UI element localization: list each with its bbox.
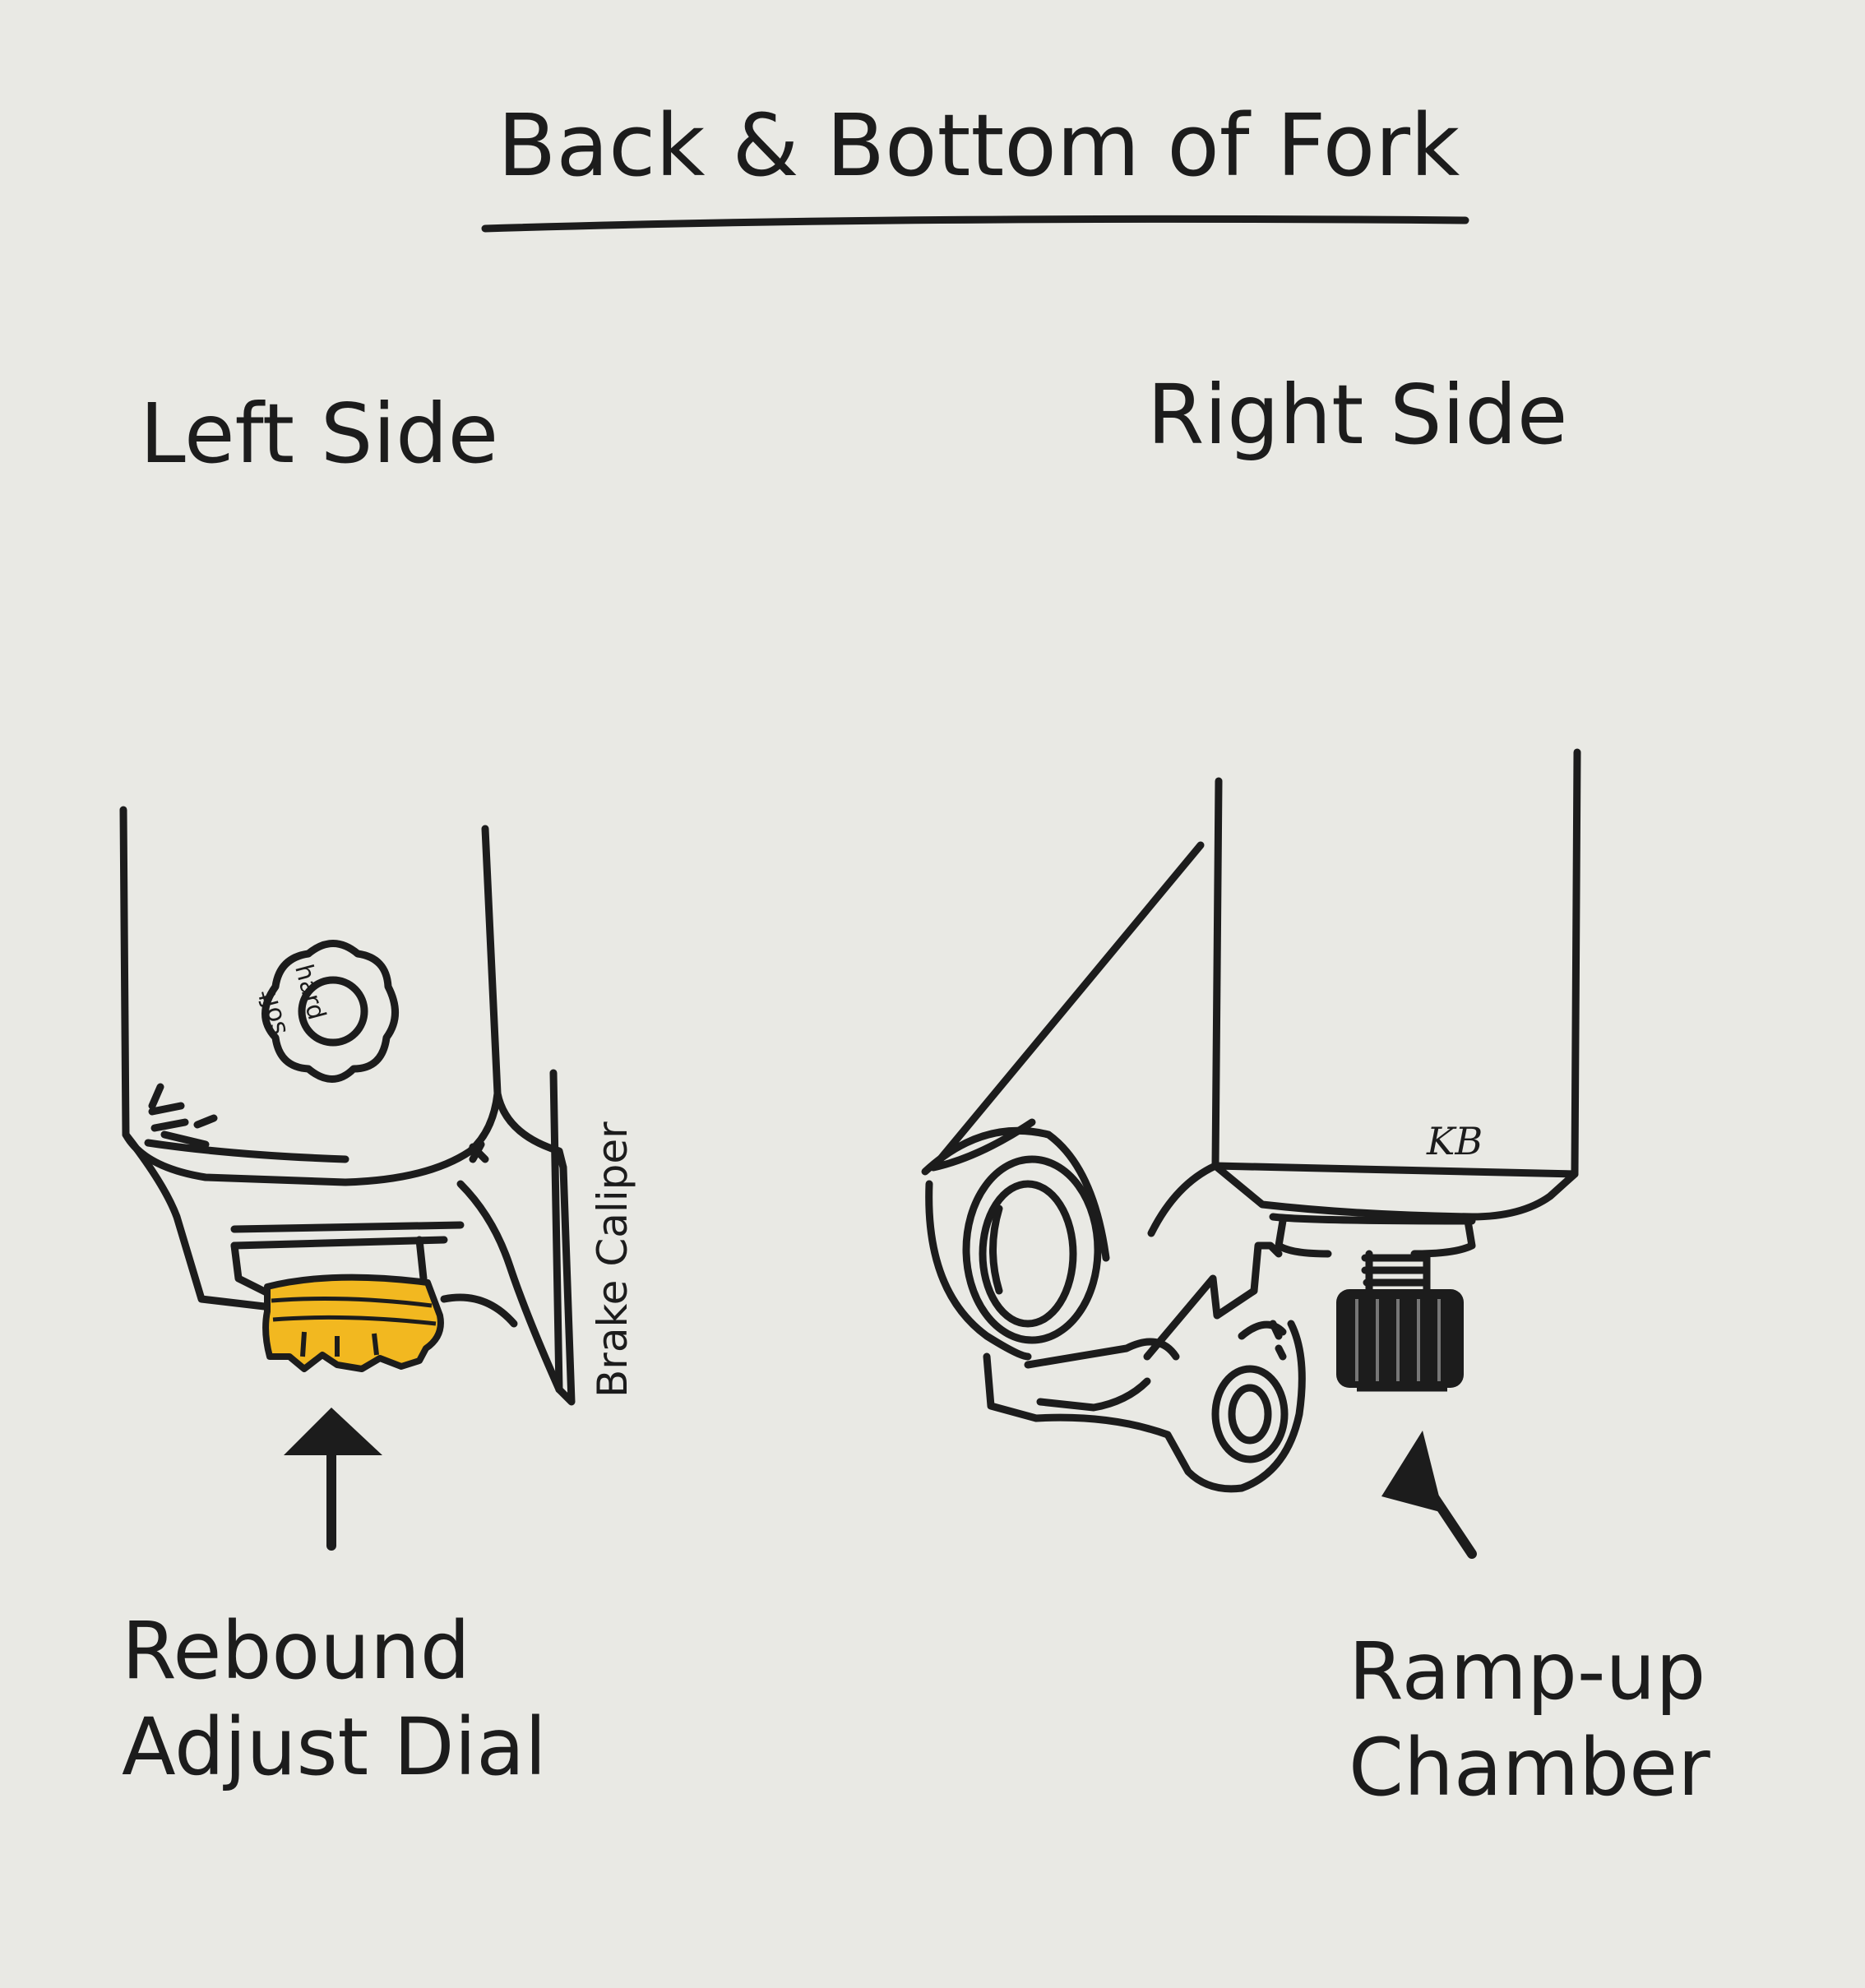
left-fork-lower xyxy=(119,806,576,1406)
left-arrow-head xyxy=(284,1408,382,1455)
ramp-up-arrow-icon xyxy=(1381,1431,1477,1559)
ramp-up-callout-line2: Chamber xyxy=(1349,1722,1710,1815)
rebound-callout: Rebound Adjust Dial xyxy=(122,1603,547,1796)
ramp-up-knob xyxy=(1361,1250,1431,1295)
ramp-up-callout: Ramp-up Chamber xyxy=(1349,1624,1710,1816)
artist-signature: KB xyxy=(1427,1119,1483,1163)
title-underline xyxy=(481,215,1469,233)
rebound-dial-icon xyxy=(262,1274,444,1372)
brake-caliper-label: Brake Caliper xyxy=(589,1121,636,1398)
ramp-up-chamber-icon xyxy=(1336,1289,1464,1392)
page-title: Back & Bottom of Fork xyxy=(497,95,1460,196)
ramp-up-callout-line1: Ramp-up xyxy=(1349,1625,1706,1718)
axle-bushing xyxy=(962,1155,1102,1344)
rebound-callout-line1: Rebound xyxy=(122,1605,470,1697)
rebound-callout-line2: Adjust Dial xyxy=(122,1701,547,1794)
compression-dial xyxy=(261,940,399,1083)
mount-bolt xyxy=(1211,1365,1289,1463)
right-side-heading: Right Side xyxy=(1147,367,1568,463)
right-fork-lower xyxy=(921,748,1581,1493)
left-side-heading: Left Side xyxy=(140,386,499,482)
